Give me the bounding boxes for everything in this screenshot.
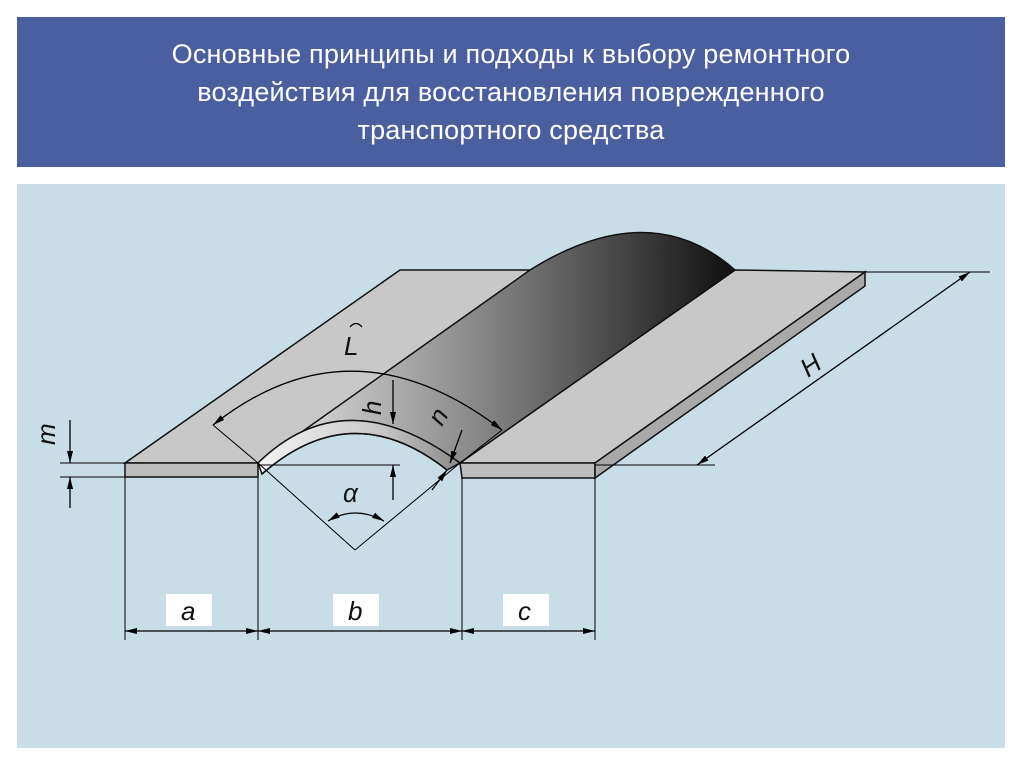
label-alpha: α <box>343 478 359 508</box>
slide-title: Основные принципы и подходы к выбору рем… <box>172 35 851 149</box>
right-plate-edge <box>459 462 596 479</box>
label-a: a <box>181 596 195 626</box>
label-b: b <box>348 596 362 626</box>
title-line-1: Основные принципы и подходы к выбору рем… <box>171 39 851 69</box>
dimension-L-arc <box>212 370 503 431</box>
label-m: m <box>31 423 61 445</box>
dent-diagram: L h n α m H a <box>31 231 990 640</box>
title-bar: Основные принципы и подходы к выбору рем… <box>17 17 1005 167</box>
label-h: h <box>357 401 387 415</box>
label-H: H <box>794 347 827 382</box>
label-c: c <box>518 596 531 626</box>
title-line-3: транспортного средства <box>357 115 665 145</box>
label-L: L <box>344 331 358 361</box>
title-line-2: воздействия для восстановления поврежден… <box>197 77 825 107</box>
left-plate-edge <box>124 462 259 478</box>
diagram-area: L h n α m H a <box>17 184 1005 748</box>
